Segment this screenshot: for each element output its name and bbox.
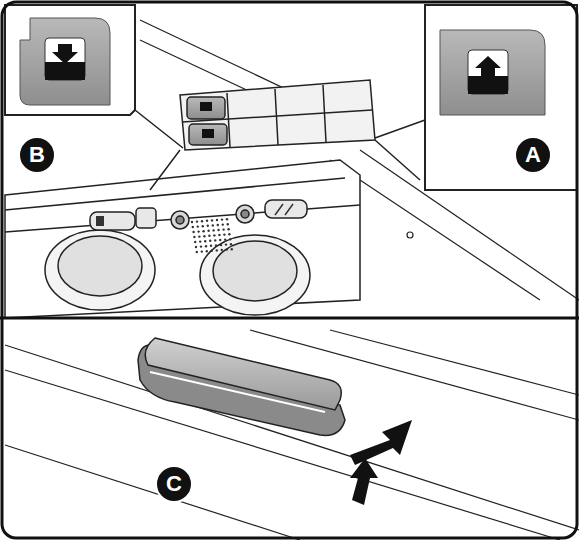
grille-dot: [205, 245, 207, 247]
grille-dot: [197, 230, 199, 232]
grille-dot: [228, 233, 230, 235]
grille-dot: [195, 246, 197, 248]
grille-dot: [222, 223, 224, 225]
grille-dot: [200, 245, 202, 247]
grille-dot: [196, 251, 198, 253]
grille-dot: [231, 248, 233, 250]
grille-dot: [223, 233, 225, 235]
open-button: [440, 30, 545, 115]
grille-dot: [215, 244, 217, 246]
grille-dot: [204, 240, 206, 242]
grille-dot: [226, 218, 228, 220]
grille-dot: [206, 250, 208, 252]
grille-dot: [216, 219, 218, 221]
grille-dot: [202, 225, 204, 227]
grille-dot: [222, 228, 224, 230]
roof-panel-lines: [5, 330, 579, 540]
sunshade-handle: [138, 338, 345, 435]
callout-letter: B: [18, 136, 56, 174]
grille-dot: [192, 231, 194, 233]
grille-dot: [207, 225, 209, 227]
grille-dot: [221, 249, 223, 251]
inset-frame: [5, 5, 577, 190]
grille-dot: [194, 241, 196, 243]
grille-dot: [216, 249, 218, 251]
grille-dot: [199, 240, 201, 242]
callout-letter: C: [155, 465, 193, 503]
grille-dot: [229, 238, 231, 240]
grille-dot: [211, 219, 213, 221]
direction-arrows: [350, 420, 412, 505]
grille-dot: [207, 230, 209, 232]
grille-dot: [224, 238, 226, 240]
grille-dot: [213, 234, 215, 236]
grille-dot: [214, 239, 216, 241]
grille-dot: [209, 240, 211, 242]
grille-dot: [196, 220, 198, 222]
grille-dot: [201, 250, 203, 252]
grille-dot: [219, 239, 221, 241]
grille-dot: [208, 235, 210, 237]
grille-dot: [212, 229, 214, 231]
grille-dot: [206, 220, 208, 222]
grille-dot: [226, 248, 228, 250]
grille-dot: [192, 226, 194, 228]
grille-dot: [198, 235, 200, 237]
grille-dot: [211, 250, 213, 252]
overhead-console: [5, 160, 360, 318]
grille-dot: [218, 234, 220, 236]
close-button: [20, 18, 110, 105]
grille-dot: [221, 218, 223, 220]
grille-dot: [201, 220, 203, 222]
speaker-grille: [191, 218, 233, 253]
grille-dot: [227, 228, 229, 230]
grille-dot: [197, 225, 199, 227]
grille-dot: [217, 224, 219, 226]
callout-letter: A: [514, 136, 552, 174]
grille-dot: [202, 230, 204, 232]
grille-dot: [193, 236, 195, 238]
grille-dot: [217, 229, 219, 231]
grille-dot: [210, 245, 212, 247]
grille-dot: [191, 221, 193, 223]
grille-dot: [220, 244, 222, 246]
switch-cluster: [150, 80, 420, 190]
panel-divider: [0, 317, 579, 320]
grille-dot: [212, 224, 214, 226]
grille-dot: [230, 243, 232, 245]
grille-dot: [227, 223, 229, 225]
grille-dot: [203, 235, 205, 237]
grille-dot: [225, 243, 227, 245]
